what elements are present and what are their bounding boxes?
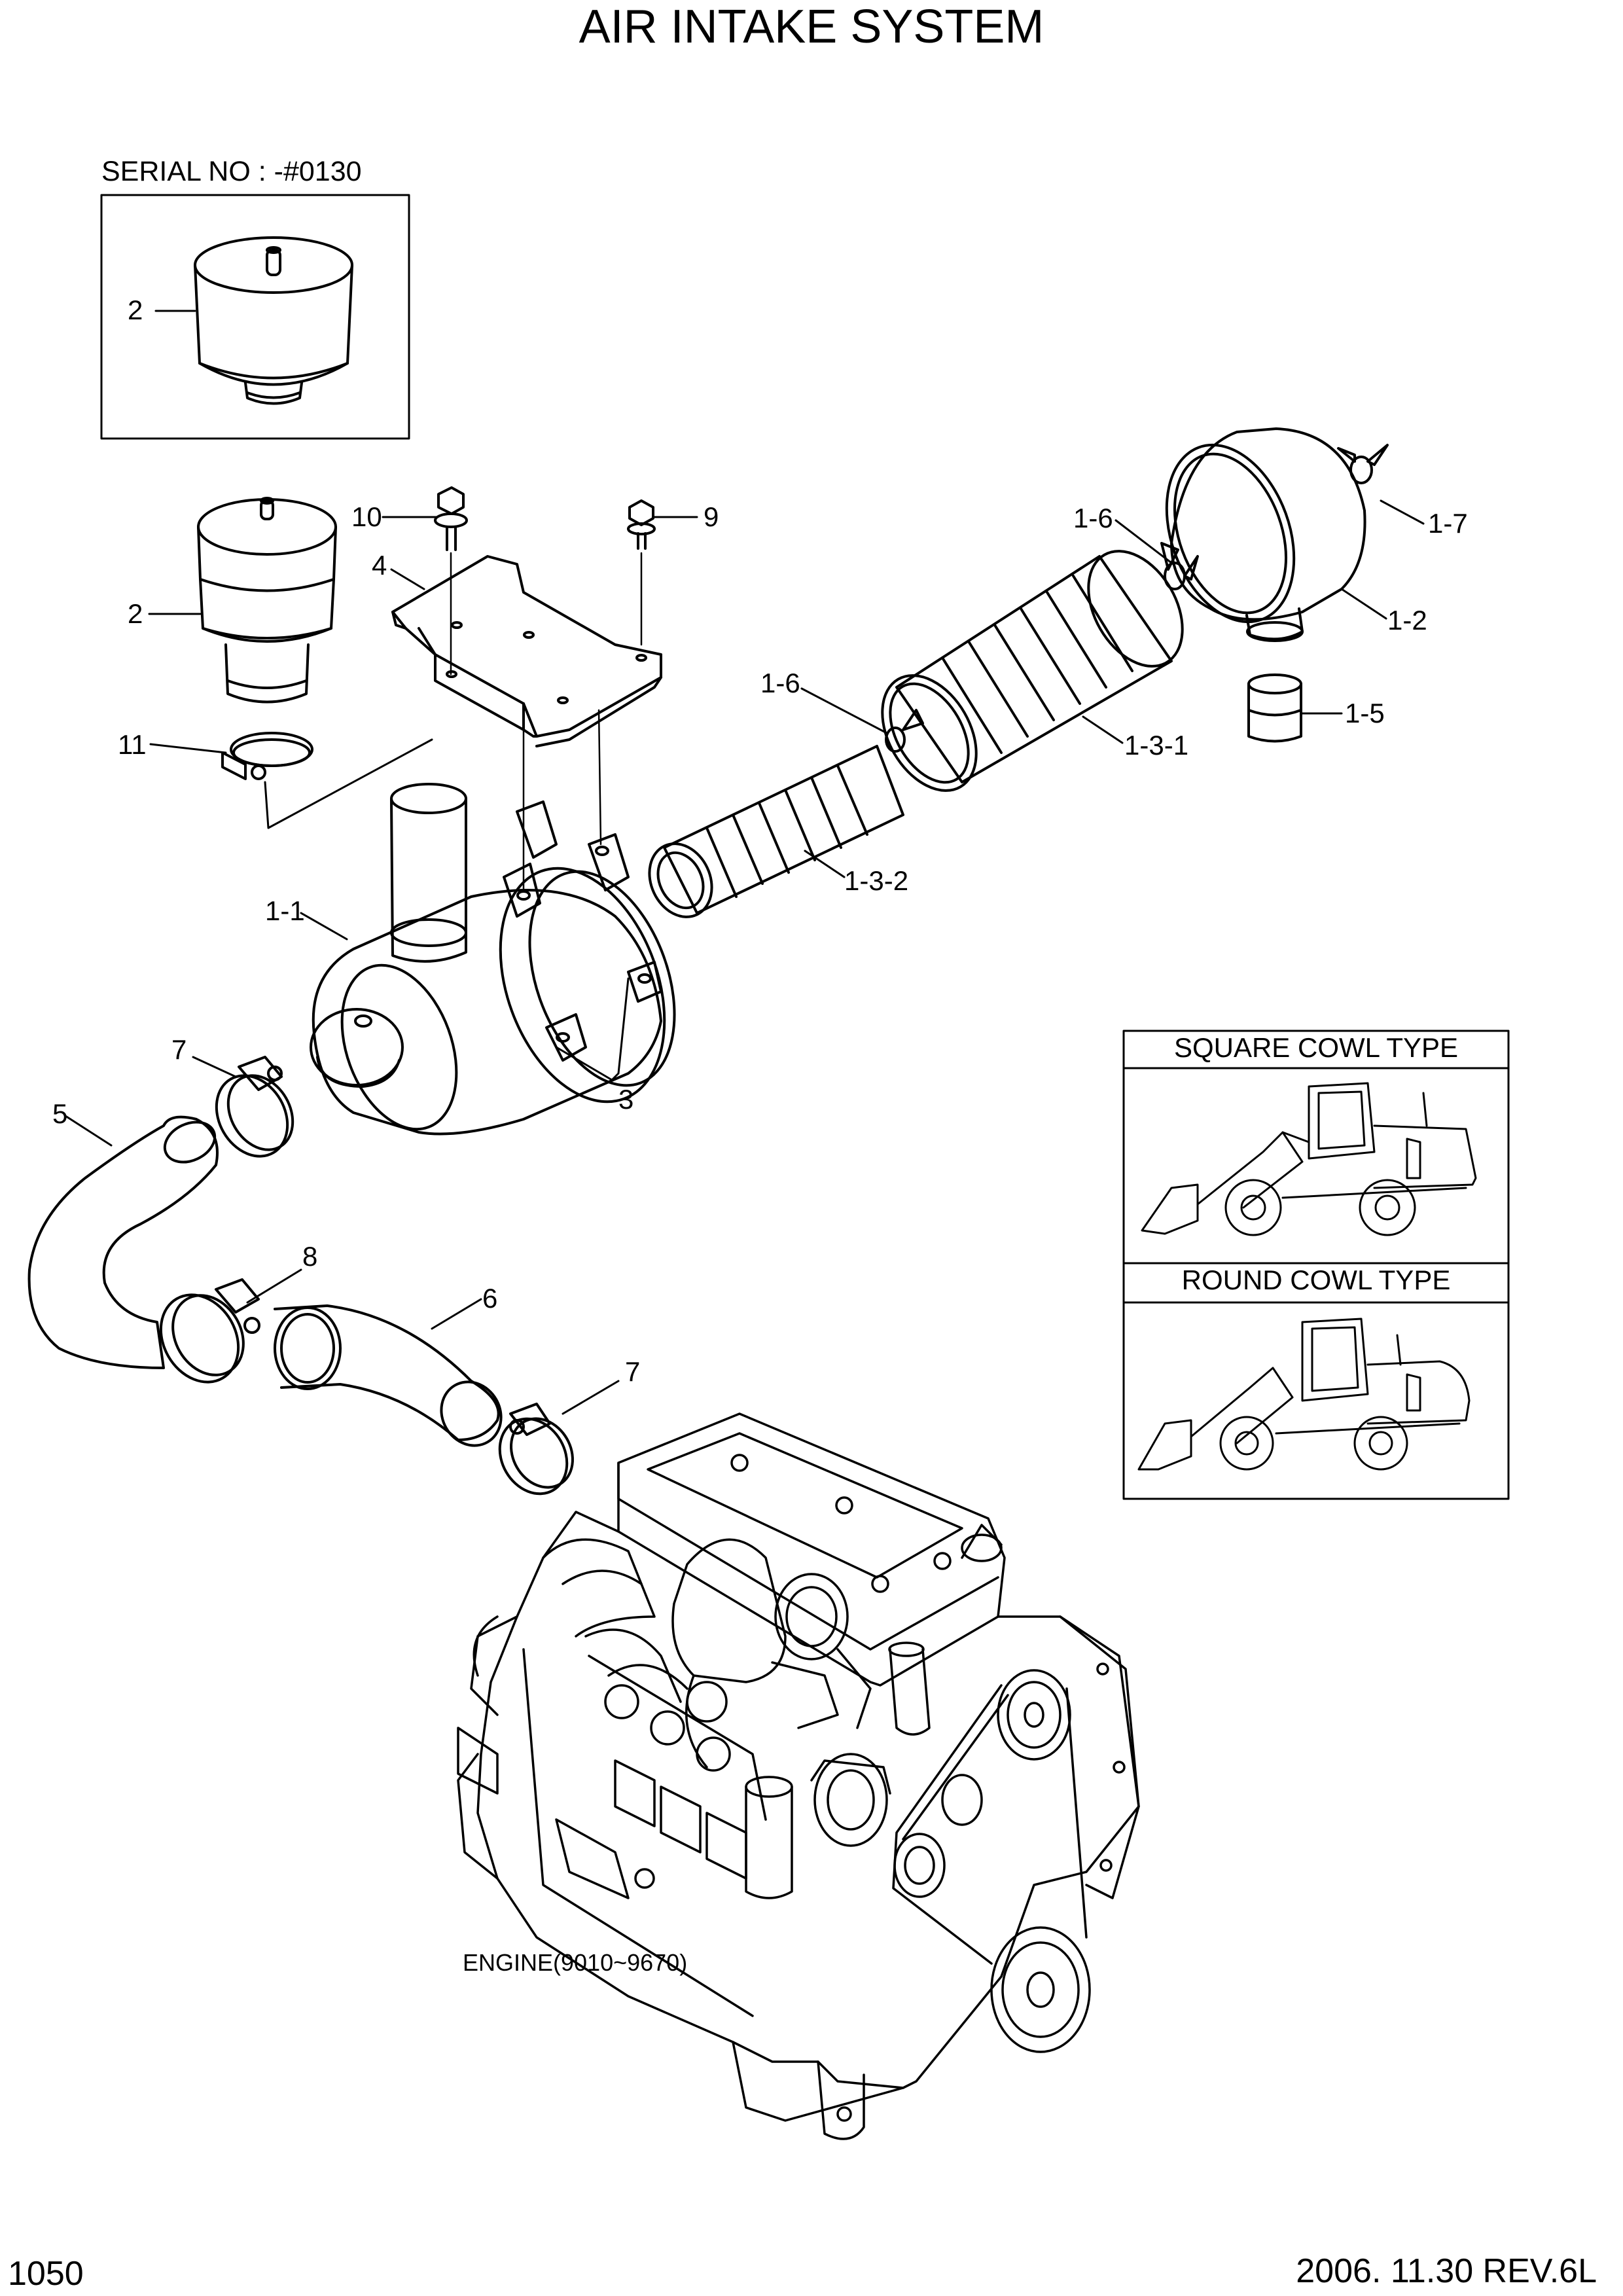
callout-1-6-lower: 1-6 — [760, 668, 800, 698]
wing-nut-1-7 — [1337, 444, 1389, 484]
leader-1-3-2 — [804, 850, 846, 878]
callout-8: 8 — [302, 1241, 318, 1272]
leader-8 — [246, 1268, 302, 1304]
callout-9: 9 — [704, 501, 719, 532]
inner-safety-filter — [648, 745, 904, 918]
callout-3: 3 — [618, 1084, 634, 1115]
precleaner-cap — [197, 497, 337, 704]
intake-hose-6 — [274, 1304, 503, 1447]
square-cowl-loader — [1141, 1082, 1477, 1236]
leader-3 — [555, 977, 630, 1081]
mounting-bracket — [391, 555, 662, 747]
callout-1-2: 1-2 — [1387, 605, 1427, 636]
callout-10: 10 — [351, 501, 382, 532]
precleaner-cap-variant — [194, 236, 353, 405]
callout-6: 6 — [482, 1283, 498, 1314]
air-cleaner-cover — [1165, 427, 1366, 642]
engine-label: ENGINE(9010~9670) — [463, 1949, 688, 1976]
engine-block — [457, 1412, 1140, 2140]
leader-11 — [149, 743, 227, 754]
leader-1-6-lower — [800, 687, 888, 734]
leader-4 — [390, 568, 425, 590]
callout-7-upper: 7 — [171, 1034, 187, 1065]
round-cowl-loader — [1137, 1318, 1471, 1471]
hose-clamp-11 — [221, 732, 313, 780]
date-revision: 2006. 11.30 REV.6L — [1296, 2252, 1597, 2290]
leader-7-upper — [192, 1056, 237, 1078]
leader-5 — [64, 1115, 113, 1147]
leader-1-1 — [300, 912, 348, 941]
callout-1-6-upper: 1-6 — [1073, 503, 1113, 533]
page-title: AIR INTAKE SYSTEM — [579, 1, 1044, 53]
serial-number-label: SERIAL NO : -#0130 — [101, 156, 362, 187]
primary-filter-element — [881, 550, 1184, 792]
callout-1-1: 1-1 — [265, 895, 305, 926]
leader-6 — [431, 1298, 482, 1330]
leader-1-2 — [1340, 588, 1387, 620]
intake-hose-5 — [27, 1115, 219, 1369]
callout-2-inset: 2 — [128, 295, 143, 325]
callout-2: 2 — [128, 598, 143, 629]
wing-nut-upper — [1160, 542, 1199, 590]
hose-clamp-7-lower — [498, 1403, 574, 1496]
callout-1-3-1: 1-3-1 — [1124, 730, 1189, 761]
hose-clamp-7-upper — [215, 1056, 294, 1158]
square-cowl-type-label: SQUARE COWL TYPE — [1173, 1032, 1459, 1063]
callout-7-lower: 7 — [625, 1356, 641, 1387]
vacuator-valve — [1247, 673, 1302, 743]
assembly-line-11 — [264, 738, 433, 829]
leader-1-6-upper — [1115, 519, 1173, 564]
leader-7-lower — [562, 1380, 620, 1415]
cowl-type-panel — [1122, 1030, 1510, 1500]
bolt-10 — [434, 486, 468, 675]
serial-variant-inset — [100, 194, 410, 440]
wing-nut-lower — [885, 709, 924, 753]
hose-clamp-8 — [159, 1278, 260, 1384]
leader-1-3-1 — [1082, 715, 1124, 744]
leader-1-7 — [1380, 499, 1425, 525]
round-cowl-type-label: ROUND COWL TYPE — [1181, 1265, 1451, 1295]
callout-1-5: 1-5 — [1345, 698, 1385, 728]
assembly-line-bracket-right — [597, 709, 602, 846]
page-number: 1050 — [8, 2255, 84, 2293]
air-cleaner-housing — [310, 783, 676, 1136]
bolt-9 — [627, 499, 656, 646]
callout-5: 5 — [52, 1098, 68, 1129]
callout-11: 11 — [118, 729, 147, 760]
callout-1-7: 1-7 — [1428, 508, 1468, 539]
callout-4: 4 — [372, 550, 387, 581]
callout-1-3-2: 1-3-2 — [844, 865, 909, 896]
